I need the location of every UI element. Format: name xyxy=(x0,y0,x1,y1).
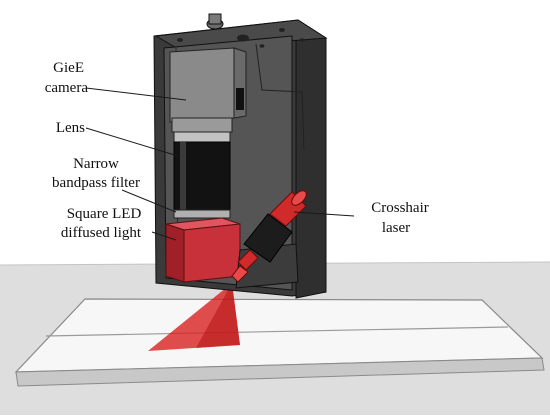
label-led-line2: diffused light xyxy=(61,225,142,241)
leader-filter xyxy=(121,189,177,213)
leader-camera xyxy=(85,87,187,101)
camera-lens xyxy=(171,117,233,215)
label-camera-line1: GieE xyxy=(53,60,84,76)
label-filter-line2: bandpass filter xyxy=(52,175,140,191)
label-filter-line1: Narrow xyxy=(73,156,119,172)
work-plate xyxy=(14,298,545,387)
leader-lens xyxy=(85,127,179,157)
label-led-line1: Square LED xyxy=(67,206,142,222)
label-laser-line1: Crosshair xyxy=(371,200,429,216)
leader-laser xyxy=(293,211,355,217)
label-laser-line2: laser xyxy=(382,220,410,236)
label-camera-line2: camera xyxy=(45,80,89,96)
label-lens: Lens xyxy=(56,120,85,136)
bandpass-filter xyxy=(173,209,231,219)
crosshair-laser xyxy=(231,190,307,289)
gige-camera xyxy=(169,47,247,123)
leader-led xyxy=(151,231,177,241)
led-light xyxy=(165,217,241,283)
